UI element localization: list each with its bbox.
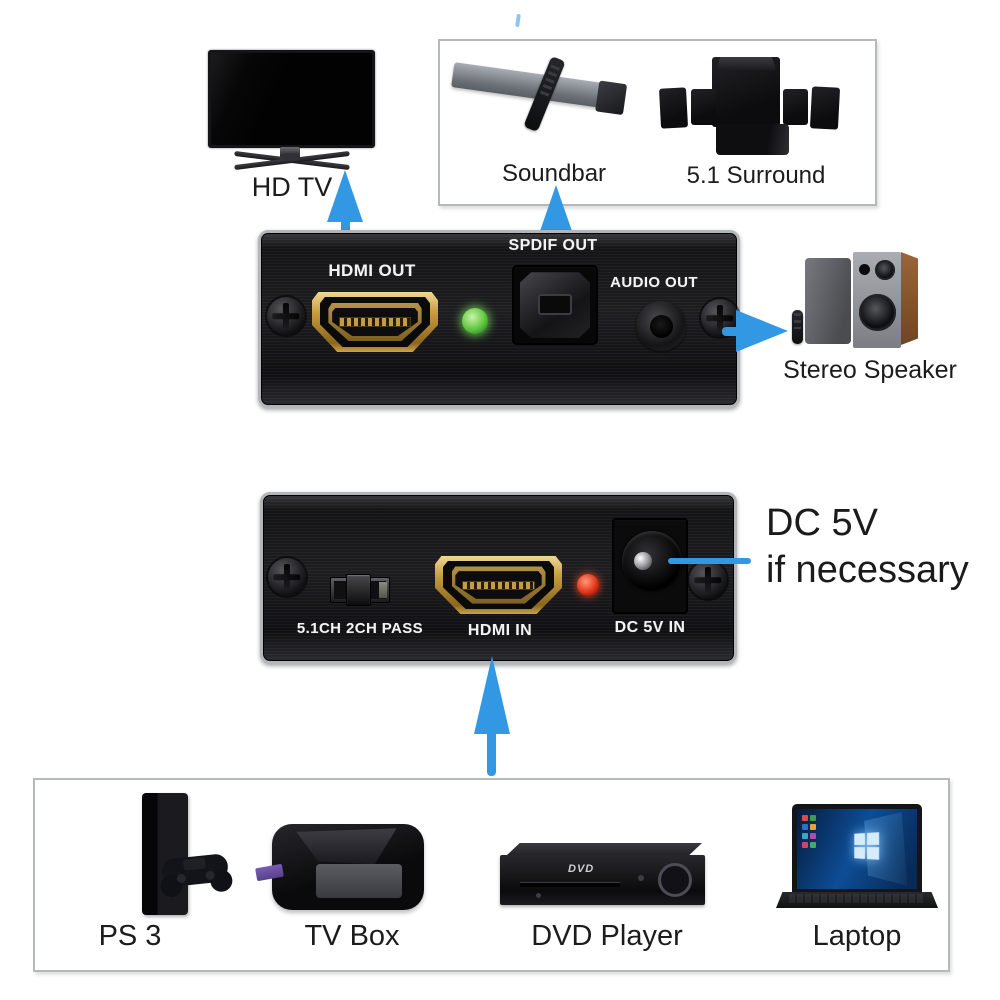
disc-tray-slot xyxy=(520,882,620,887)
extractor-output-panel: HDMI OUT SPDIF OUT AUDIO OUT xyxy=(258,230,740,408)
speaker-remote xyxy=(792,310,803,344)
screw-icon xyxy=(268,558,306,596)
screw-icon xyxy=(689,561,727,599)
hdmi-in-port xyxy=(435,556,562,614)
laptop-base xyxy=(776,892,938,908)
stereo-speaker-label: Stereo Speaker xyxy=(783,356,957,384)
hdmi-out-port xyxy=(312,292,438,352)
console-body xyxy=(142,793,188,915)
dc-note-line2: if necessary xyxy=(766,549,969,591)
satellite-speaker xyxy=(691,89,716,125)
center-speaker xyxy=(716,124,789,155)
tv-box-label: TV Box xyxy=(304,920,400,952)
tv-stand-hub xyxy=(282,153,300,161)
spdif-optical-port xyxy=(512,265,598,345)
hd-tv-label: HD TV xyxy=(251,172,333,202)
screw-icon xyxy=(267,297,305,335)
ps3-label: PS 3 xyxy=(98,920,162,952)
red-led xyxy=(577,574,599,596)
tv-stand-neck xyxy=(280,147,300,157)
channel-switch-label: 5.1CH 2CH PASS xyxy=(296,620,424,637)
laptop-screen xyxy=(792,804,922,894)
hdmi-out-label: HDMI OUT xyxy=(328,261,416,280)
dc-in-label: DC 5V IN xyxy=(614,619,686,636)
surround-label: 5.1 Surround xyxy=(686,162,826,189)
satellite-speaker xyxy=(809,86,841,130)
right-bookshelf-speaker xyxy=(853,252,901,348)
channel-switch xyxy=(330,574,390,606)
satellite-speaker xyxy=(783,89,808,125)
dc-power-note: DC 5V if necessary xyxy=(766,500,969,594)
tv-box-front xyxy=(316,864,402,898)
audio-jack-port xyxy=(636,301,686,351)
subwoofer xyxy=(712,57,780,127)
dvd-front-face: DVD xyxy=(500,855,705,905)
green-led xyxy=(462,308,488,334)
audio-out-label: AUDIO OUT xyxy=(610,274,698,291)
hdmi-in-label: HDMI IN xyxy=(467,622,533,639)
control-dial xyxy=(658,863,692,897)
dc-note-line1: DC 5V xyxy=(766,502,878,544)
left-bookshelf-speaker xyxy=(805,258,851,344)
dvd-player-label: DVD Player xyxy=(531,920,683,952)
arrow-remnant-icon xyxy=(515,13,521,28)
extractor-input-panel: 5.1CH 2CH PASS HDMI IN DC 5V IN xyxy=(260,492,737,664)
spdif-out-label: SPDIF OUT xyxy=(508,237,598,254)
windows-logo-icon xyxy=(854,832,880,860)
dc-power-jack xyxy=(612,518,688,614)
laptop-label: Laptop xyxy=(812,920,902,952)
dc-power-line-icon xyxy=(668,558,751,564)
dvd-top-face xyxy=(506,843,702,856)
dvd-logo: DVD xyxy=(568,863,595,875)
soundbar-label: Soundbar xyxy=(501,160,607,187)
speaker-wood-side xyxy=(901,252,918,345)
satellite-speaker xyxy=(658,87,689,129)
tv-screen xyxy=(208,50,375,148)
laptop-wallpaper xyxy=(797,809,917,889)
